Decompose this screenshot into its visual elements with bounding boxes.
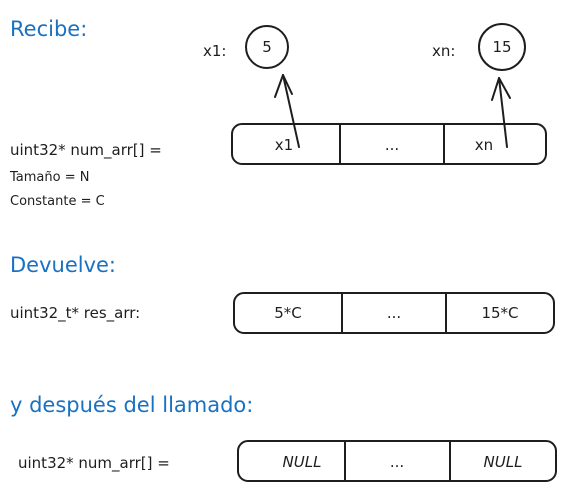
arrow-xn xyxy=(491,77,511,148)
input-cell-middle: ... xyxy=(385,136,399,154)
size-note: Tamaño = N xyxy=(9,170,89,185)
value-circle-x1 xyxy=(245,25,289,69)
value-circle-xn xyxy=(478,23,526,71)
input-declaration: uint32* num_arr[] = xyxy=(10,141,162,160)
output-declaration: uint32_t* res_arr: xyxy=(10,304,140,323)
after-array-box xyxy=(237,440,557,482)
heading-recibe: Recibe: xyxy=(10,17,87,41)
constant-note: Constante = C xyxy=(10,194,105,209)
after-cell-first: NULL xyxy=(283,453,322,471)
after-declaration: uint32* num_arr[] = xyxy=(18,454,170,473)
output-cell-first: 5*C xyxy=(274,304,302,322)
value-x1: 5 xyxy=(262,38,272,56)
heading-after-call: y después del llamado: xyxy=(10,393,253,417)
after-cell-middle: ... xyxy=(390,453,404,471)
input-cell-first: x1 xyxy=(275,136,293,154)
output-cell-last: 15*C xyxy=(481,304,518,322)
input-cell-last: xn xyxy=(475,136,493,154)
output-array-box xyxy=(233,292,555,334)
value-xn: 15 xyxy=(492,38,511,56)
after-array: NULL ... NULL xyxy=(237,440,557,482)
output-array: 5*C ... 15*C xyxy=(233,292,555,334)
pointer-label-x1: x1: xyxy=(203,42,226,60)
arrow-x1 xyxy=(274,74,300,148)
heading-devuelve: Devuelve: xyxy=(10,253,116,277)
input-array: x1 ... xn xyxy=(231,123,547,165)
pointer-label-xn: xn: xyxy=(432,42,455,60)
after-cell-last: NULL xyxy=(484,453,523,471)
input-array-box xyxy=(231,123,547,165)
output-cell-middle: ... xyxy=(387,304,401,322)
